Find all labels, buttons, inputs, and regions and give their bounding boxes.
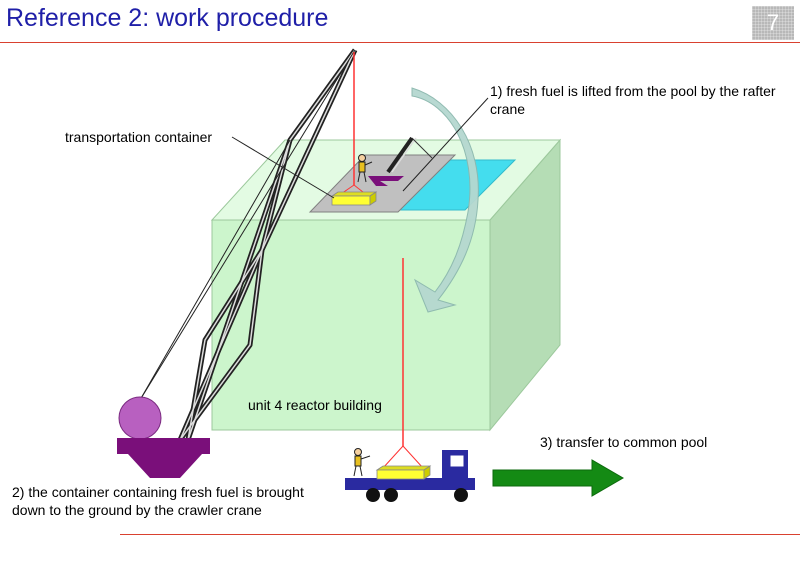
lift-down-curved-arrow bbox=[411, 87, 479, 313]
label-step1: 1) fresh fuel is lifted from the pool by… bbox=[490, 83, 776, 117]
roof-transport-container bbox=[330, 191, 378, 197]
leader-transport-container bbox=[231, 136, 335, 199]
footer-divider bbox=[120, 534, 800, 535]
rafter-crane-boom bbox=[386, 136, 414, 174]
title-divider bbox=[0, 42, 800, 43]
worker-on-truck bbox=[353, 448, 371, 477]
label-step3: 3) transfer to common pool bbox=[540, 434, 708, 450]
label-step2: 2) the container containing fresh fuel i… bbox=[12, 484, 304, 518]
worker-on-roof bbox=[357, 154, 373, 183]
label-reactor-building: unit 4 reactor building bbox=[248, 397, 382, 413]
crawler-crane-deck bbox=[117, 438, 210, 454]
leader-step1 bbox=[402, 97, 489, 192]
crawler-crane-track bbox=[128, 454, 202, 478]
truck-transport-container bbox=[375, 465, 432, 480]
page-number: 7 bbox=[752, 6, 794, 40]
crawler-crane-wheel bbox=[118, 396, 162, 440]
transfer-arrow bbox=[492, 459, 624, 497]
rafter-crane-base bbox=[368, 176, 404, 186]
transport-truck bbox=[345, 450, 475, 502]
label-transport-container: transportation container bbox=[65, 129, 213, 145]
page-title: Reference 2: work procedure bbox=[6, 4, 329, 32]
